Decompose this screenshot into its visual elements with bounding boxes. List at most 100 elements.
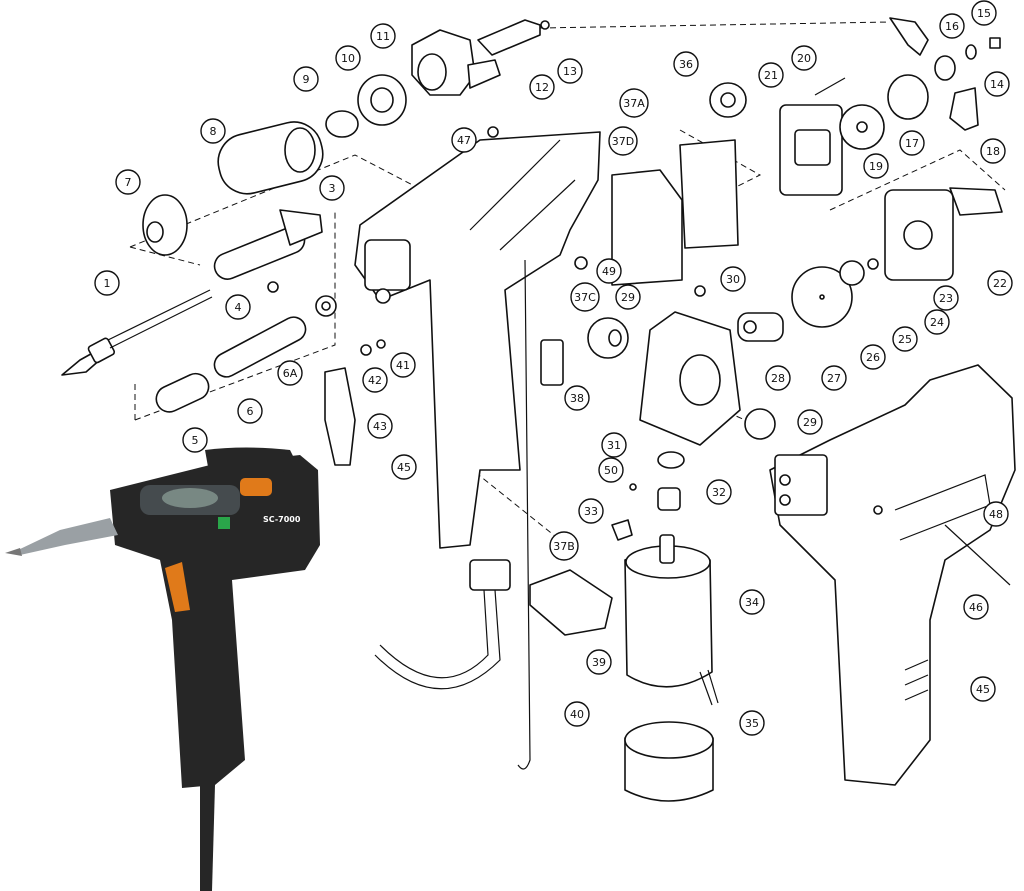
callout-circle [319,175,345,201]
callout-c1: 1 [94,270,120,296]
callout-c29b: 29 [797,409,823,435]
callout-circle [182,427,208,453]
callout-circle [971,0,997,26]
callout-number: 5 [192,434,199,447]
callout-circle [200,118,226,144]
callout-c22: 22 [987,270,1013,296]
callout-c19: 19 [863,153,889,179]
callout-circle [933,285,959,311]
callout-number: 43 [373,420,387,433]
callout-circle [277,360,303,386]
callout-circle [615,284,641,310]
callout-c32: 32 [706,479,732,505]
callout-c37b: 37B [549,531,579,561]
callout-number: 29 [621,291,635,304]
callout-circle [791,45,817,71]
callout-circle [570,282,600,312]
callout-number: 1 [104,277,111,290]
callout-c13: 13 [557,58,583,84]
callout-c20: 20 [791,45,817,71]
callout-c46: 46 [963,594,989,620]
callout-number: 33 [584,505,598,518]
callout-number: 49 [602,265,616,278]
callout-c11: 11 [370,23,396,49]
callout-c10: 10 [335,45,361,71]
callout-number: 20 [797,52,811,65]
callout-circle [706,479,732,505]
callout-circle [601,432,627,458]
callout-circle [391,454,417,480]
callout-number: 18 [986,145,1000,158]
callout-circle [739,710,765,736]
callout-circle [564,385,590,411]
part-heater-assembly [155,209,337,413]
callout-circle [980,138,1006,164]
callout-number: 34 [745,596,759,609]
callout-circle [983,501,1009,527]
callout-circle [739,589,765,615]
callout-number: 37C [574,291,596,304]
callout-number: 3 [329,182,336,195]
callout-circle [608,126,638,156]
callout-circle [863,153,889,179]
callout-circle [451,127,477,153]
callout-number: 30 [726,273,740,286]
part-vacuum-tube [477,17,929,56]
product-photo: SC-7000 [5,447,320,891]
callout-c25: 25 [892,326,918,352]
callout-c14: 14 [984,71,1010,97]
callout-circle [390,352,416,378]
callout-circle [293,66,319,92]
callout-c49: 49 [596,258,622,284]
callout-number: 36 [679,58,693,71]
part-motor-couplers [611,451,685,541]
callout-circle [987,270,1013,296]
callout-number: 11 [376,30,390,43]
callout-number: 41 [396,359,410,372]
callout-c36: 36 [673,51,699,77]
product-model-label: SC-7000 [263,515,301,524]
part-pump-assembly [587,37,1003,446]
callout-circle [673,51,699,77]
callout-c21: 21 [758,62,784,88]
part-main-frame [324,126,601,549]
callout-number: 37A [623,97,645,110]
callout-c6a: 6A [277,360,303,386]
callout-number: 17 [905,137,919,150]
callout-number: 48 [989,508,1003,521]
callout-circle [370,23,396,49]
callout-circle [237,398,263,424]
callout-c27: 27 [821,365,847,391]
callout-c34: 34 [739,589,765,615]
callout-circle [899,130,925,156]
callout-number: 9 [303,73,310,86]
callout-circle [939,13,965,39]
part-motor [624,534,719,802]
callout-c48: 48 [983,501,1009,527]
callout-circle [549,531,579,561]
callout-c41: 41 [390,352,416,378]
callout-number: 8 [210,125,217,138]
callout-circle [970,676,996,702]
callout-number: 25 [898,333,912,346]
callout-c42: 42 [362,367,388,393]
callout-circle [821,365,847,391]
callout-circle [115,169,141,195]
callout-number: 21 [764,69,778,82]
callout-c23: 23 [933,285,959,311]
callout-circle [557,58,583,84]
callout-c35: 35 [739,710,765,736]
callout-c28: 28 [765,365,791,391]
callout-circle [797,409,823,435]
callout-number: 37B [553,540,575,553]
callout-c17: 17 [899,130,925,156]
callout-c8: 8 [200,118,226,144]
part-housing-half [769,364,1016,786]
callout-number: 47 [457,134,471,147]
callout-circle [963,594,989,620]
callout-number: 6A [283,367,298,380]
callout-circle [984,71,1010,97]
callout-circle [94,270,120,296]
